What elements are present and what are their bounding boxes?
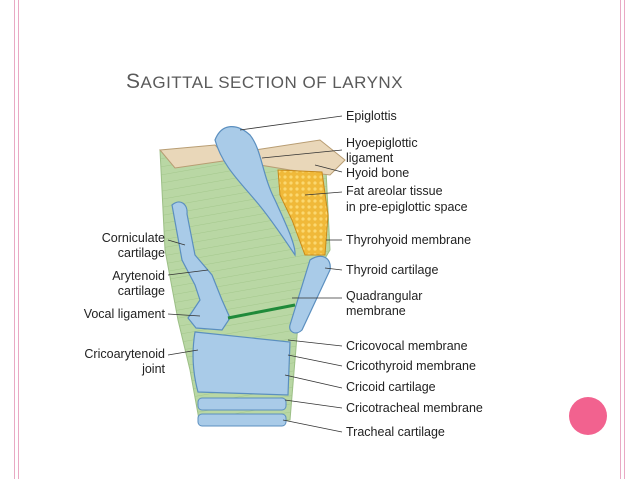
label-arytenoid-2: cartilage <box>60 284 165 299</box>
label-epiglottis: Epiglottis <box>346 109 397 124</box>
label-cricothyroid: Cricothyroid membrane <box>346 359 476 374</box>
label-tracheal: Tracheal cartilage <box>346 425 445 440</box>
label-thyroid-cartilage: Thyroid cartilage <box>346 263 438 278</box>
label-cricotracheal: Cricotracheal membrane <box>346 401 483 416</box>
label-quadrangular-2: membrane <box>346 304 406 319</box>
tracheal-ring <box>198 398 286 410</box>
label-corniculate-2: cartilage <box>60 246 165 261</box>
label-quadrangular-1: Quadrangular <box>346 289 422 304</box>
label-cricoid: Cricoid cartilage <box>346 380 436 395</box>
label-cricoarytenoid-2: joint <box>40 362 165 377</box>
cricoid-shape <box>193 332 290 395</box>
label-fat-1: Fat areolar tissue <box>346 184 443 199</box>
label-fat-2: in pre-epiglottic space <box>346 200 468 215</box>
decorative-pink-circle <box>569 397 607 435</box>
label-vocal-ligament: Vocal ligament <box>40 307 165 322</box>
label-thyrohyoid: Thyrohyoid membrane <box>346 233 471 248</box>
label-hyoid-bone: Hyoid bone <box>346 166 409 181</box>
label-hyoepiglottic-1: Hyoepiglottic <box>346 136 418 151</box>
label-corniculate-1: Corniculate <box>60 231 165 246</box>
label-hyoepiglottic-2: ligament <box>346 151 393 166</box>
label-arytenoid-1: Arytenoid <box>60 269 165 284</box>
tracheal-ring <box>198 414 286 426</box>
label-cricoarytenoid-1: Cricoarytenoid <box>40 347 165 362</box>
label-cricovocal: Cricovocal membrane <box>346 339 468 354</box>
